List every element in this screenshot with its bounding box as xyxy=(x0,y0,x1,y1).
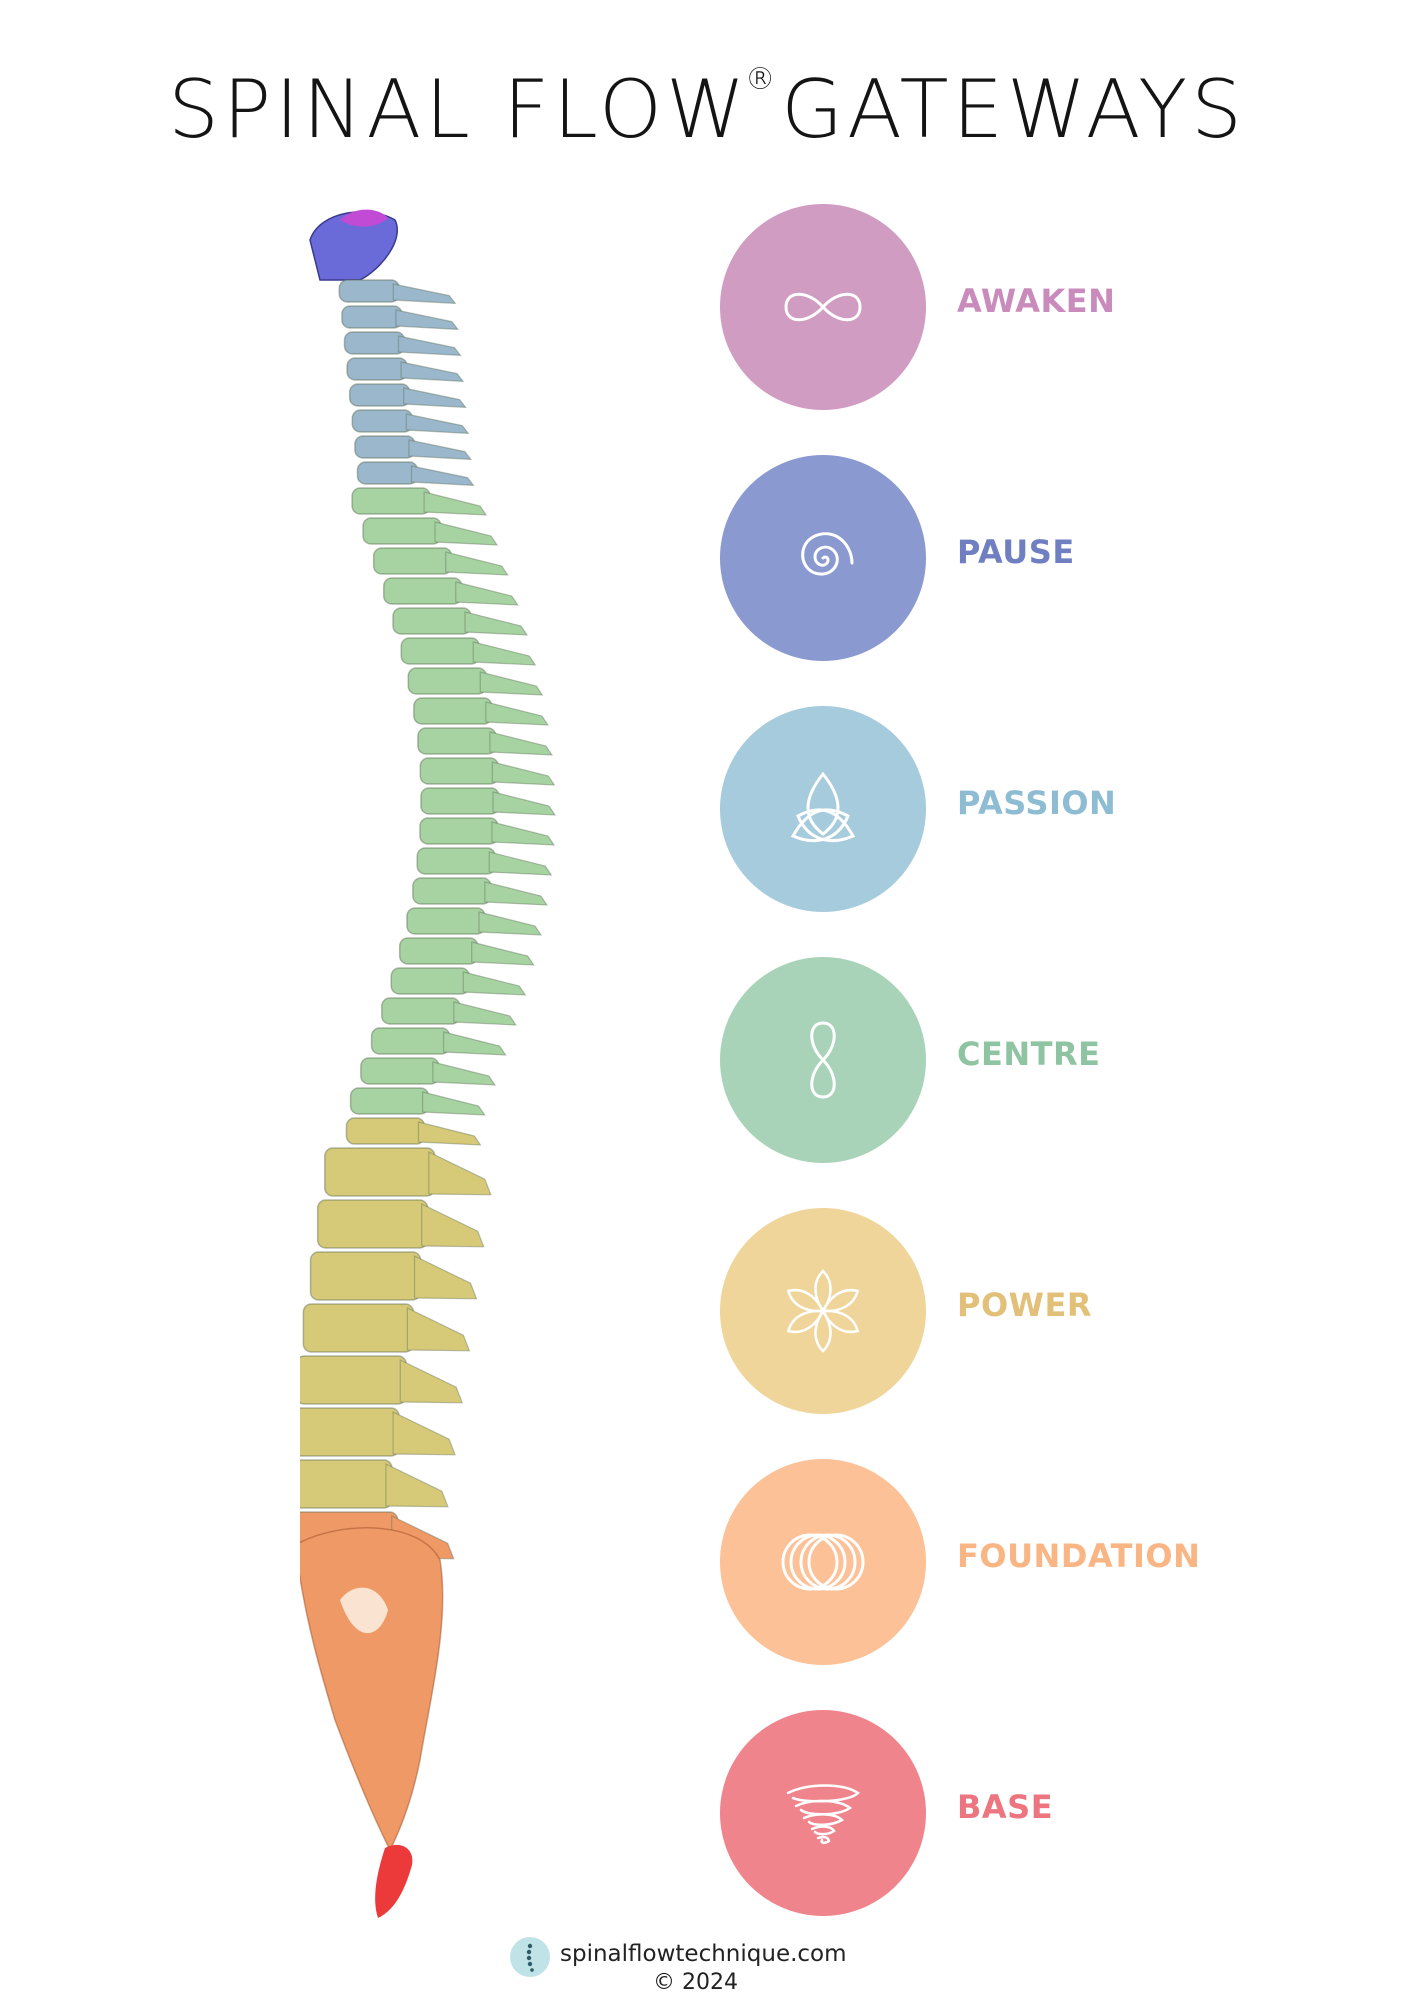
gateway-circle xyxy=(720,204,926,410)
overlapping-rings-icon xyxy=(781,1533,865,1591)
gateway-awaken: AWAKEN xyxy=(720,204,1320,412)
gateway-centre: CENTRE xyxy=(720,957,1320,1165)
registered-mark: ® xyxy=(745,62,780,97)
title-main: SPINAL FLOW xyxy=(168,63,750,156)
gateway-label: FOUNDATION xyxy=(957,1537,1201,1575)
gateway-circle xyxy=(720,455,926,661)
gateway-circle xyxy=(720,957,926,1163)
gateway-label: POWER xyxy=(957,1286,1092,1324)
title-rest: GATEWAYS xyxy=(781,63,1246,156)
gateway-base: BASE xyxy=(720,1710,1320,1918)
spinal-flow-logo-icon xyxy=(510,1937,550,1977)
footer-website[interactable]: spinalflowtechnique.com xyxy=(560,1941,847,1967)
gateway-passion: PASSION xyxy=(720,706,1320,914)
vortex-icon xyxy=(786,1784,860,1845)
gateway-foundation: FOUNDATION xyxy=(720,1459,1320,1667)
gateway-label: CENTRE xyxy=(957,1035,1101,1073)
spine-illustration xyxy=(300,209,557,1918)
gateway-label: PAUSE xyxy=(957,533,1075,571)
gateway-circle xyxy=(720,1459,926,1665)
gateway-pause: PAUSE xyxy=(720,455,1320,663)
page-title: SPINAL FLOW®GATEWAYS xyxy=(0,62,1414,156)
gateway-circle xyxy=(720,1208,926,1414)
spiral-icon xyxy=(801,532,854,576)
gateway-circle xyxy=(720,1710,926,1916)
gateway-label: PASSION xyxy=(957,784,1117,822)
gateway-label: BASE xyxy=(957,1788,1054,1826)
flower-icon xyxy=(786,1269,860,1353)
triquetra-icon xyxy=(790,771,856,843)
figure-eight-icon xyxy=(810,1021,836,1099)
footer-copyright: © 2024 xyxy=(653,1970,738,1995)
gateway-label: AWAKEN xyxy=(957,282,1116,320)
gateway-circle xyxy=(720,706,926,912)
gateway-power: POWER xyxy=(720,1208,1320,1416)
infinity-icon xyxy=(784,292,862,322)
